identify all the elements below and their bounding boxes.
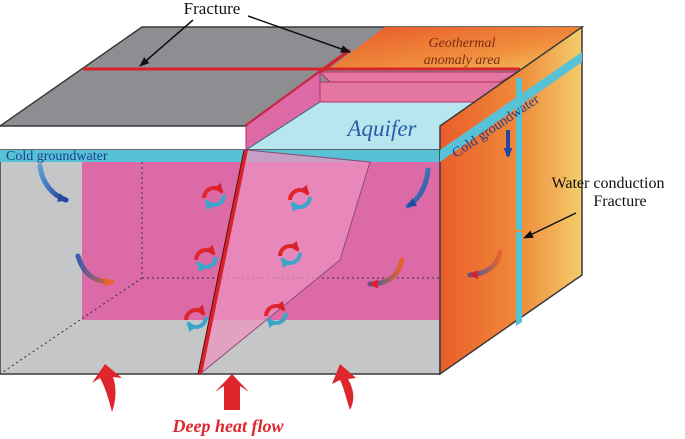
heat-flow-arrow-3 bbox=[332, 364, 356, 410]
geothermal-label-line1: Geothermal bbox=[429, 36, 496, 51]
convection-cool-arc bbox=[266, 312, 288, 329]
convection-warm-arc bbox=[278, 240, 300, 257]
convection-cool-arc bbox=[280, 252, 302, 269]
convection-warm-arc bbox=[194, 244, 216, 261]
convection-cool-arc bbox=[186, 316, 208, 333]
water-conduction-label-line1: Water conduction bbox=[552, 175, 665, 192]
right-face-hot bbox=[439, 25, 583, 376]
convection-warm-arc bbox=[264, 300, 286, 317]
cold-flow-arrow-left-top bbox=[37, 163, 69, 203]
heat-flow-arrow-1 bbox=[92, 364, 122, 412]
fault-red-line-dark bbox=[197, 149, 245, 375]
right-face-groundwater-strip bbox=[440, 52, 582, 162]
convection-cool-arc bbox=[204, 194, 226, 211]
cold-flow-arrow-right-mid bbox=[367, 257, 405, 289]
hidden-edge-diagonal bbox=[0, 277, 143, 375]
fault-red-line bbox=[198, 149, 248, 375]
aquifer-pink-top bbox=[318, 71, 520, 83]
fracture-pointer-left bbox=[139, 19, 194, 67]
cold-groundwater-left-label: Cold groundwater bbox=[6, 149, 108, 164]
convection-cycle-icon bbox=[194, 244, 218, 273]
heat-flow-arrow-2 bbox=[215, 374, 249, 410]
cold-flow-arrow-right-face bbox=[467, 249, 503, 279]
cold-flow-arrow-left-mid bbox=[75, 253, 115, 287]
convection-cycle-icon bbox=[278, 240, 302, 269]
cold-flow-arrow-right-top bbox=[405, 167, 431, 209]
convection-arrows bbox=[184, 182, 312, 333]
convection-cool-arc bbox=[290, 196, 312, 213]
top-face-geothermal-zone bbox=[328, 27, 582, 70]
water-conduction-label-line2: Fracture bbox=[593, 193, 646, 210]
convection-cycle-icon bbox=[184, 304, 208, 333]
convection-warm-arc bbox=[202, 182, 224, 199]
geothermal-label-line2: anomaly area bbox=[424, 53, 501, 68]
deep-heat-flow-label: Deep heat flow bbox=[172, 416, 285, 436]
convection-warm-arc bbox=[184, 304, 206, 321]
convection-cycle-icon bbox=[264, 300, 288, 329]
fracture-pointer-right bbox=[247, 15, 351, 53]
convection-cool-arc bbox=[196, 256, 218, 273]
water-conduction-fracture bbox=[516, 232, 522, 326]
water-conduction-pointer bbox=[523, 212, 577, 239]
convection-cycle-icon bbox=[202, 182, 226, 211]
aquifer-rim bbox=[319, 81, 501, 103]
fracture-label: Fracture bbox=[184, 0, 241, 18]
convection-cycle-icon bbox=[288, 184, 312, 213]
convection-warm-arc bbox=[288, 184, 310, 201]
aquifer-label: Aquifer bbox=[346, 116, 418, 141]
